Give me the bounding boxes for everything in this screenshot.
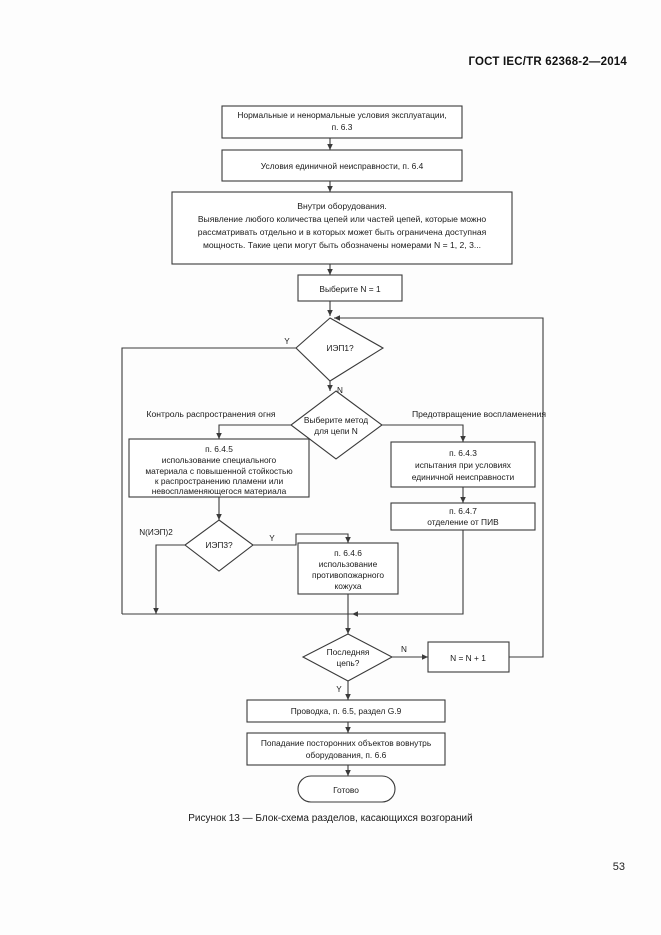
label-fire-spread-control: Контроль распространения огня — [146, 409, 275, 419]
node-increment-n-line1: N = N + 1 — [450, 653, 486, 663]
node-p645[interactable]: п. 6.4.5 использование специального мате… — [128, 438, 310, 498]
node-p647-line2: отделение от ПИВ — [427, 517, 499, 527]
node-iep3-decision[interactable]: ИЭП3? — [184, 519, 254, 572]
connector-layer — [121, 138, 544, 777]
label-iep1-no: N — [337, 386, 343, 395]
connector-iep3-yes-to-p646 — [253, 533, 351, 546]
document-header: ГОСТ IEC/TR 62368-2—2014 — [468, 56, 627, 68]
node-select-n[interactable]: Выберите N = 1 — [297, 274, 403, 302]
node-iep1-label: ИЭП1? — [326, 343, 354, 353]
node-p645-line4: к распространению пламени или — [155, 476, 284, 486]
node-p647[interactable]: п. 6.4.7 отделение от ПИВ — [390, 502, 536, 531]
node-inside-equipment-line3: рассматривать отдельно и в которых может… — [198, 227, 487, 237]
label-iep3-no: N(ИЭП)2 — [139, 528, 173, 537]
node-p645-line3: материала с повышенной стойкостью — [145, 466, 292, 476]
connector-iep1-yes-loop — [121, 347, 296, 614]
node-done-label: Готово — [333, 785, 359, 795]
node-inside-equipment-line4: мощность. Такие цепи могут быть обозначе… — [203, 240, 481, 250]
node-wiring[interactable]: Проводка, п. 6.5, раздел G.9 — [246, 699, 446, 723]
node-normal-abnormal-conditions[interactable]: Нормальные и ненормальные условия эксплу… — [221, 105, 463, 139]
label-iep1-yes: Y — [284, 337, 290, 346]
node-inside-equipment-line1: Внутри оборудования. — [297, 201, 386, 211]
connector-selectmethod-to-p645 — [216, 424, 291, 440]
node-normal-abnormal-line2: п. 6.3 — [332, 122, 353, 132]
node-p646-line3: противопожарного — [312, 570, 384, 580]
node-p645-line5: невоспламеняющегося материала — [152, 486, 287, 496]
node-foreign-objects[interactable]: Попадание посторонних объектов вовнутрь … — [246, 732, 446, 766]
label-last-circuit-no: N — [401, 645, 407, 654]
node-p645-line1: п. 6.4.5 — [205, 444, 233, 454]
node-single-fault-line1: Условия единичной неисправности, п. 6.4 — [261, 161, 424, 171]
node-p646-line4: кожуха — [335, 581, 362, 591]
node-p645-line2: использование специального — [162, 455, 277, 465]
connector-iep3-no-loop — [153, 544, 185, 615]
node-p643[interactable]: п. 6.4.3 испытания при условиях единично… — [390, 441, 536, 488]
node-last-circuit-line2: цепь? — [337, 658, 360, 668]
node-last-circuit-line1: Последняя — [327, 647, 370, 657]
node-p643-line3: единичной неисправности — [412, 472, 515, 482]
connector-selectmethod-to-p643 — [382, 424, 466, 443]
node-select-method-decision[interactable]: Выберите метод для цепи N — [290, 390, 383, 460]
node-select-method-line2: для цепи N — [314, 426, 358, 436]
label-last-circuit-yes: Y — [336, 685, 342, 694]
node-iep1-decision[interactable]: ИЭП1? — [295, 317, 385, 382]
node-increment-n[interactable]: N = N + 1 — [427, 641, 510, 673]
node-iep3-label: ИЭП3? — [205, 540, 233, 550]
node-p643-line1: п. 6.4.3 — [449, 448, 477, 458]
node-p646-line1: п. 6.4.6 — [334, 548, 362, 558]
label-ignition-prevention: Предотвращение воспламенения — [412, 409, 546, 419]
label-iep3-yes: Y — [269, 534, 275, 543]
node-p647-line1: п. 6.4.7 — [449, 506, 477, 516]
node-p646-line2: использование — [319, 559, 378, 569]
node-single-fault-conditions[interactable]: Условия единичной неисправности, п. 6.4 — [221, 149, 463, 182]
node-normal-abnormal-line1: Нормальные и ненормальные условия эксплу… — [237, 110, 446, 120]
node-last-circuit-decision[interactable]: Последняя цепь? — [301, 633, 394, 682]
node-inside-equipment[interactable]: Внутри оборудования. Выявление любого ко… — [171, 191, 513, 265]
node-done-terminator[interactable]: Готово — [297, 775, 396, 803]
connector-increment-to-iep1-loop — [333, 315, 544, 658]
node-inside-equipment-line2: Выявление любого количества цепей или ча… — [198, 214, 487, 224]
node-select-method-line1: Выберите метод — [304, 415, 368, 425]
page-number: 53 — [612, 861, 625, 873]
node-foreign-objects-line2: оборудования, п. 6.6 — [306, 750, 387, 760]
node-p643-line2: испытания при условиях — [415, 460, 512, 470]
figure-caption: Рисунок 13 — Блок-схема разделов, касающ… — [188, 813, 473, 824]
node-select-n-line1: Выберите N = 1 — [319, 284, 381, 294]
node-wiring-line1: Проводка, п. 6.5, раздел G.9 — [291, 706, 402, 716]
node-foreign-objects-line1: Попадание посторонних объектов вовнутрь — [261, 738, 432, 748]
node-p646[interactable]: п. 6.4.6 использование противопожарного … — [297, 542, 399, 595]
